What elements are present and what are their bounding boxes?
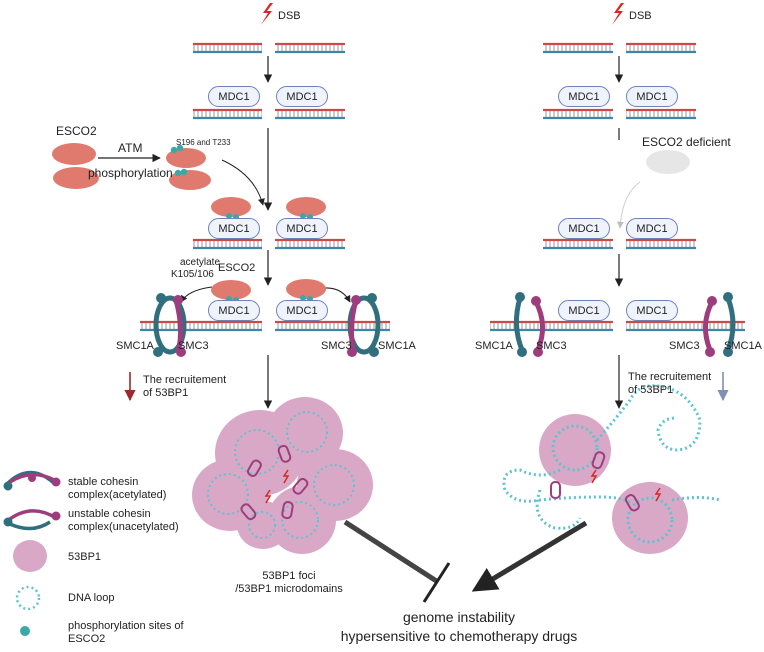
smc3-label: SMC3 [536, 340, 567, 352]
legend-item-unstable-cohesin: unstable cohesin complex(unacetylated) [68, 508, 179, 533]
atm-label: ATM [118, 141, 143, 155]
outcome-line2: hypersensitive to chemotherapy drugs [340, 627, 578, 644]
promote-arrow [471, 520, 588, 592]
mdc1-protein: MDC1 [626, 218, 678, 239]
legend-item-stable-cohesin: stable cohesin complex(acetylated) [68, 476, 166, 501]
phospho-site-icon [20, 626, 30, 636]
legend-line1: unstable cohesin [68, 508, 151, 520]
mdc1-protein: MDC1 [626, 300, 678, 321]
mdc1-protein: MDC1 [208, 300, 260, 321]
dsb-lightning-icon [612, 3, 624, 25]
53bp1-foci-left [192, 397, 373, 554]
recruitment-label-right: The recruitement of 53BP1 [628, 371, 711, 396]
recruitment-line1: The recruitement [143, 374, 227, 386]
legend-item-53bp1: 53BP1 [68, 551, 102, 563]
dsb-label-right: DSB [629, 10, 652, 22]
legend-line2: complex(unacetylated) [68, 520, 179, 533]
unstable-cohesin-icon [3, 509, 61, 531]
acetylate-label: acetylate [180, 257, 221, 268]
esco2-label-acetylation: ESCO2 [218, 262, 256, 274]
dna-strand [543, 42, 613, 54]
dsb-label-left: DSB [278, 10, 301, 22]
flow-arrows [98, 56, 729, 603]
legend-line1: stable cohesin [68, 476, 139, 488]
smc1a-label: SMC1A [116, 340, 154, 352]
dna-strand [275, 108, 345, 120]
foci-label: 53BP1 foci /53BP1 microdomains [235, 570, 343, 595]
phospho-sites-label: S196 and T233 [176, 138, 231, 147]
recruitment-label-left: The recruitement of 53BP1 [143, 374, 226, 399]
dna-strand [275, 238, 345, 250]
recruitment-line2: of 53BP1 [143, 386, 189, 399]
mdc1-protein: MDC1 [208, 86, 260, 107]
dna-strand [193, 238, 262, 250]
foci-line1: 53BP1 foci [262, 570, 316, 582]
phosphorylation-label: phosphorylation [88, 166, 173, 180]
inhibition-line [343, 519, 440, 585]
dna-strand [193, 108, 262, 120]
dna-strand [275, 42, 345, 54]
mdc1-protein: MDC1 [276, 86, 328, 107]
dsb-lightning-icon [261, 3, 273, 25]
mdc1-protein: MDC1 [558, 86, 610, 107]
dna-strand [140, 320, 262, 332]
dna-strand [490, 320, 613, 332]
mdc1-protein: MDC1 [558, 300, 610, 321]
legend-line2: complex(acetylated) [68, 488, 167, 501]
53bp1-icon [13, 540, 47, 572]
esco2-deficient-label: ESCO2 deficient [642, 135, 731, 149]
smc3-label: SMC3 [321, 340, 352, 352]
legend-item-dna-loop: DNA loop [68, 592, 115, 604]
k105-label: K105/106 [171, 269, 214, 280]
smc3-label: SMC3 [669, 340, 700, 352]
mdc1-protein: MDC1 [626, 86, 678, 107]
smc1a-label: SMC1A [475, 340, 513, 352]
smc3-label: SMC3 [178, 340, 209, 352]
legend-item-phospho-sites: phosphorylation sites of ESCO2 [68, 620, 184, 645]
dna-strand [193, 42, 262, 54]
dna-strand [626, 238, 696, 250]
esco2-label: ESCO2 [56, 124, 97, 138]
outcome-line1: genome instability [402, 609, 516, 625]
mdc1-protein: MDC1 [208, 218, 260, 239]
outcome-text: genome instability hypersensitive to che… [341, 608, 578, 646]
dna-strand [626, 42, 696, 54]
legend-icons [3, 470, 61, 636]
recruitment-line1: The recruitement [628, 371, 712, 383]
legend-line1: phosphorylation sites of [68, 620, 184, 632]
dna-strand [275, 320, 390, 332]
smc1a-label: SMC1A [378, 340, 416, 352]
dna-loop-icon [15, 585, 41, 611]
legend-line2: ESCO2 [68, 632, 106, 645]
stable-cohesin-icon [3, 470, 61, 491]
dna-strand [543, 108, 613, 120]
53bp1-foci-right [502, 384, 721, 554]
dna-strand [626, 320, 745, 332]
mdc1-protein: MDC1 [276, 218, 328, 239]
dna-strand [543, 238, 613, 250]
foci-line2: /53BP1 microdomains [235, 582, 343, 595]
dna-strand [626, 108, 696, 120]
mdc1-protein: MDC1 [276, 300, 328, 321]
inhibition-bar [422, 562, 451, 603]
deficient-esco2-icon [646, 150, 690, 174]
recruitment-line2: of 53BP1 [628, 383, 674, 396]
esco2-proteins [52, 143, 690, 303]
cohesin-rings [153, 292, 736, 357]
mdc1-protein: MDC1 [558, 218, 610, 239]
smc1a-label: SMC1A [724, 340, 762, 352]
